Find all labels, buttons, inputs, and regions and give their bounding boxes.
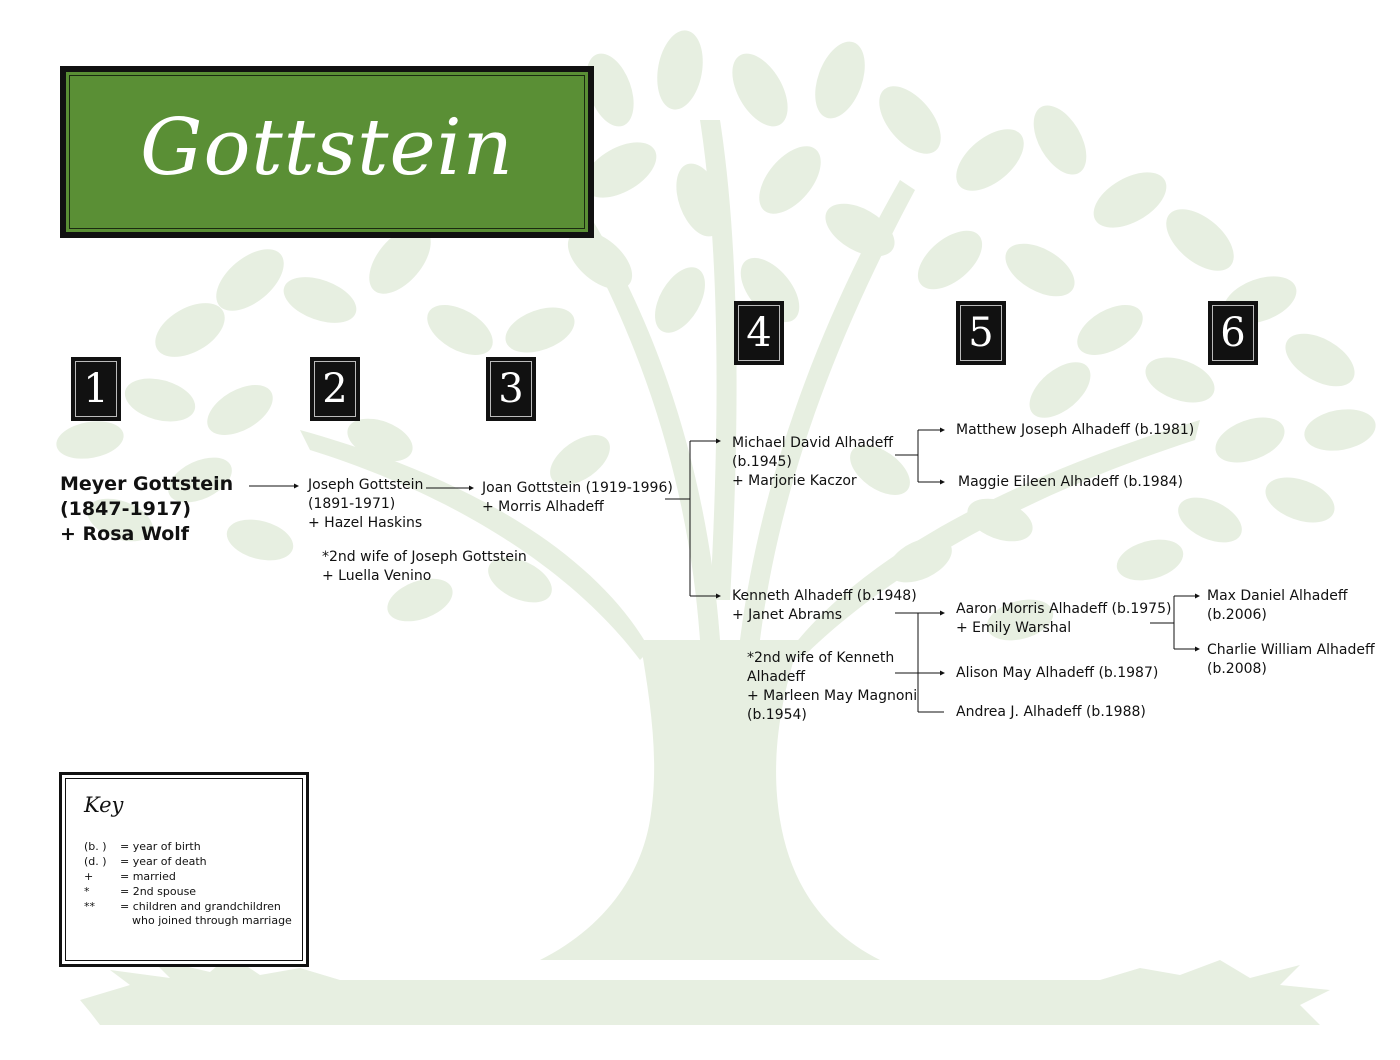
person-name: Kenneth Alhadeff (b.1948): [732, 588, 917, 604]
person-spouse: + Rosa Wolf: [60, 523, 190, 545]
person-joseph-gottstein: Joseph Gottstein (1891-1971) + Hazel Has…: [308, 476, 423, 533]
person-name: Charlie William Alhadeff: [1207, 642, 1375, 658]
key-symbol: (b. ): [84, 840, 107, 853]
person-spouse: + Marjorie Kaczor: [732, 473, 857, 489]
second-wife-label: *2nd wife of Joseph Gottstein: [322, 549, 527, 565]
person-name: Meyer Gottstein: [60, 473, 234, 495]
key-description: = year of birth: [120, 840, 201, 853]
key-row: ** = children and grandchildren: [84, 899, 281, 914]
person-max-alhadeff: Max Daniel Alhadeff (b.2006): [1207, 587, 1348, 625]
person-name: Alison May Alhadeff (b.1987): [956, 665, 1159, 681]
generation-6-box: 6: [1208, 301, 1258, 365]
key-symbol: +: [84, 870, 94, 883]
person-charlie-alhadeff: Charlie William Alhadeff (b.2008): [1207, 641, 1375, 679]
key-symbol: (d. ): [84, 855, 107, 868]
key-row: * = 2nd spouse: [84, 884, 196, 899]
person-spouse: + Morris Alhadeff: [482, 499, 604, 515]
person-matthew-alhadeff: Matthew Joseph Alhadeff (b.1981): [956, 421, 1194, 440]
person-michael-alhadeff: Michael David Alhadeff (b.1945) + Marjor…: [732, 434, 893, 491]
person-alison-alhadeff: Alison May Alhadeff (b.1987): [956, 664, 1158, 683]
person-name: Aaron Morris Alhadeff (b.1975): [956, 601, 1172, 617]
title-banner: Gottstein: [60, 66, 594, 238]
person-name: Maggie Eileen Alhadeff (b.1984): [958, 474, 1183, 490]
person-name: Andrea J. Alhadeff (b.1988): [956, 704, 1146, 720]
second-wife-dates: (b.1954): [747, 707, 807, 723]
generation-5-box: 5: [956, 301, 1006, 365]
person-name: Max Daniel Alhadeff: [1207, 588, 1348, 604]
person-spouse: + Emily Warshal: [956, 620, 1072, 636]
person-name: Joan Gottstein (1919-1996): [482, 480, 673, 496]
key-title: Key: [84, 793, 124, 817]
person-kenneth-alhadeff: Kenneth Alhadeff (b.1948) + Janet Abrams: [732, 587, 917, 625]
second-wife-label: *2nd wife of Kenneth: [747, 650, 895, 666]
key-row: (d. ) = year of death: [84, 854, 207, 869]
person-dates: (b.2008): [1207, 661, 1267, 677]
key-row: + = married: [84, 869, 176, 884]
person-dates: (b.1945): [732, 454, 792, 470]
second-wife-name: + Marleen May Magnoni: [747, 688, 918, 704]
person-spouse: + Janet Abrams: [732, 607, 843, 623]
person-name: Michael David Alhadeff: [732, 435, 894, 451]
key-row: (b. ) = year of birth: [84, 839, 201, 854]
legend-key: Key (b. ) = year of birth (d. ) = year of …: [59, 772, 309, 967]
second-wife-name: + Luella Venino: [322, 568, 432, 584]
person-maggie-alhadeff: Maggie Eileen Alhadeff (b.1984): [958, 473, 1183, 492]
person-andrea-alhadeff: Andrea J. Alhadeff (b.1988): [956, 703, 1146, 722]
title-banner-inner: Gottstein: [64, 70, 590, 234]
key-symbol: **: [84, 900, 95, 913]
key-description: = 2nd spouse: [120, 885, 197, 898]
person-spouse: + Hazel Haskins: [308, 515, 423, 531]
second-wife-label-cont: Alhadeff: [747, 669, 806, 685]
person-dates: (1847-1917): [60, 498, 192, 520]
family-title: Gottstein: [140, 103, 514, 193]
key-symbol: *: [84, 885, 90, 898]
second-wife-kenneth: *2nd wife of Kenneth Alhadeff + Marleen …: [747, 649, 917, 725]
person-meyer-gottstein: Meyer Gottstein (1847-1917) + Rosa Wolf: [60, 472, 233, 547]
key-description-continuation: who joined through marriage: [132, 914, 292, 927]
second-wife-joseph: *2nd wife of Joseph Gottstein + Luella V…: [322, 548, 527, 586]
key-description: = children and grandchildren: [120, 900, 281, 913]
person-name: Joseph Gottstein: [308, 477, 424, 493]
person-name: Matthew Joseph Alhadeff (b.1981): [956, 422, 1195, 438]
generation-1-box: 1: [71, 357, 121, 421]
generation-3-box: 3: [486, 357, 536, 421]
person-dates: (b.2006): [1207, 607, 1267, 623]
key-description: = year of death: [120, 855, 207, 868]
key-description: = married: [120, 870, 176, 883]
generation-2-box: 2: [310, 357, 360, 421]
person-dates: (1891-1971): [308, 496, 396, 512]
generation-4-box: 4: [734, 301, 784, 365]
person-joan-gottstein: Joan Gottstein (1919-1996) + Morris Alha…: [482, 479, 673, 517]
person-aaron-alhadeff: Aaron Morris Alhadeff (b.1975) + Emily W…: [956, 600, 1171, 638]
